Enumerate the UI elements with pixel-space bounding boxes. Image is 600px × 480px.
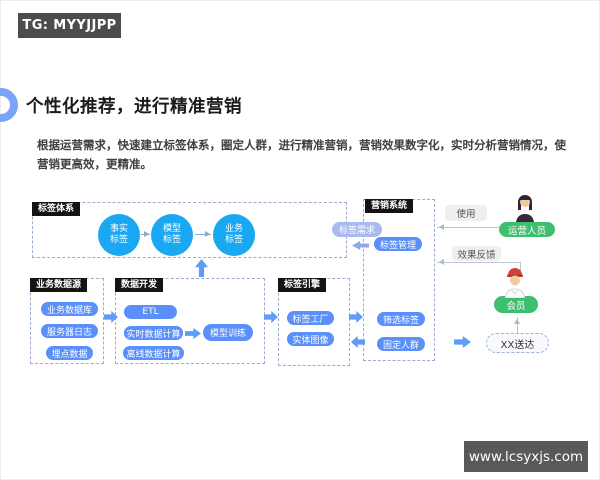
arrow-realtime-to-training-icon xyxy=(185,328,201,339)
tg-watermark-badge: TG: MYYJJPP xyxy=(18,13,121,38)
line-member-feedback-v xyxy=(520,262,521,271)
feedback-tag: 效果反馈 xyxy=(452,246,501,261)
node-realtime-compute: 实时数据计算 xyxy=(124,326,183,340)
tag-system-label: 标签体系 xyxy=(32,202,81,216)
node-tag-manage: 标签管理 xyxy=(374,237,422,251)
arrow-datadev-to-tagsystem-icon xyxy=(195,259,208,277)
line-delivery-to-member xyxy=(513,317,520,334)
arrow-model-to-biz-icon xyxy=(195,231,211,237)
arrow-factory-to-filter-icon xyxy=(349,311,363,323)
member-icon xyxy=(499,267,531,302)
node-operator: 运营人员 xyxy=(499,222,555,237)
line-member-feedback-h xyxy=(437,259,520,265)
node-biz-tag-text: 业务标签 xyxy=(224,224,243,245)
page-description: 根据运营需求，快速建立标签体系，圈定人群，进行精准营销，营销效果数字化，实时分析… xyxy=(37,138,566,171)
node-model-training: 模型训练 xyxy=(203,324,253,341)
node-fact-tag: 事实标签 xyxy=(98,214,140,256)
node-tag-factory: 标签工厂 xyxy=(287,311,334,325)
title-ring-icon xyxy=(0,88,18,122)
arrow-manage-to-demand-icon xyxy=(352,241,369,250)
page-title: 个性化推荐，进行精准营销 xyxy=(26,97,242,117)
node-model-tag: 模型标签 xyxy=(151,214,193,256)
node-member: 会员 xyxy=(494,296,538,313)
node-biz-tag: 业务标签 xyxy=(213,214,255,256)
marketing-label: 营销系统 xyxy=(365,199,414,213)
arrow-fact-to-model-icon xyxy=(141,231,150,237)
node-etl: ETL xyxy=(124,305,177,319)
node-entity-image: 实体图像 xyxy=(287,332,334,346)
node-tracking-data: 埋点数据 xyxy=(46,346,93,360)
tag-engine-label: 标签引擎 xyxy=(278,278,327,292)
website-watermark-badge: www.lcsyxjs.com xyxy=(464,441,588,472)
data-dev-label: 数据开发 xyxy=(115,278,164,292)
node-tag-demand: 标签需求 xyxy=(332,222,382,237)
node-fixed-crowd: 固定人群 xyxy=(377,337,425,351)
arrow-datadev-to-engine-icon xyxy=(264,311,278,323)
node-fact-tag-text: 事实标签 xyxy=(109,224,128,245)
node-biz-database: 业务数据库 xyxy=(41,302,98,316)
operator-icon xyxy=(512,192,538,226)
arrow-marketing-to-delivery-icon xyxy=(454,336,471,348)
biz-source-label: 业务数据源 xyxy=(30,278,88,292)
line-operator-to-marketing xyxy=(437,224,499,230)
node-server-log: 服务器日志 xyxy=(41,324,98,338)
node-delivery: XX送达 xyxy=(486,333,549,353)
data-dev-box xyxy=(115,278,265,364)
use-tag: 使用 xyxy=(445,205,487,221)
node-offline-compute: 离线数据计算 xyxy=(123,346,184,360)
node-model-tag-text: 模型标签 xyxy=(162,224,181,245)
node-filter-tags: 筛选标签 xyxy=(377,312,425,326)
